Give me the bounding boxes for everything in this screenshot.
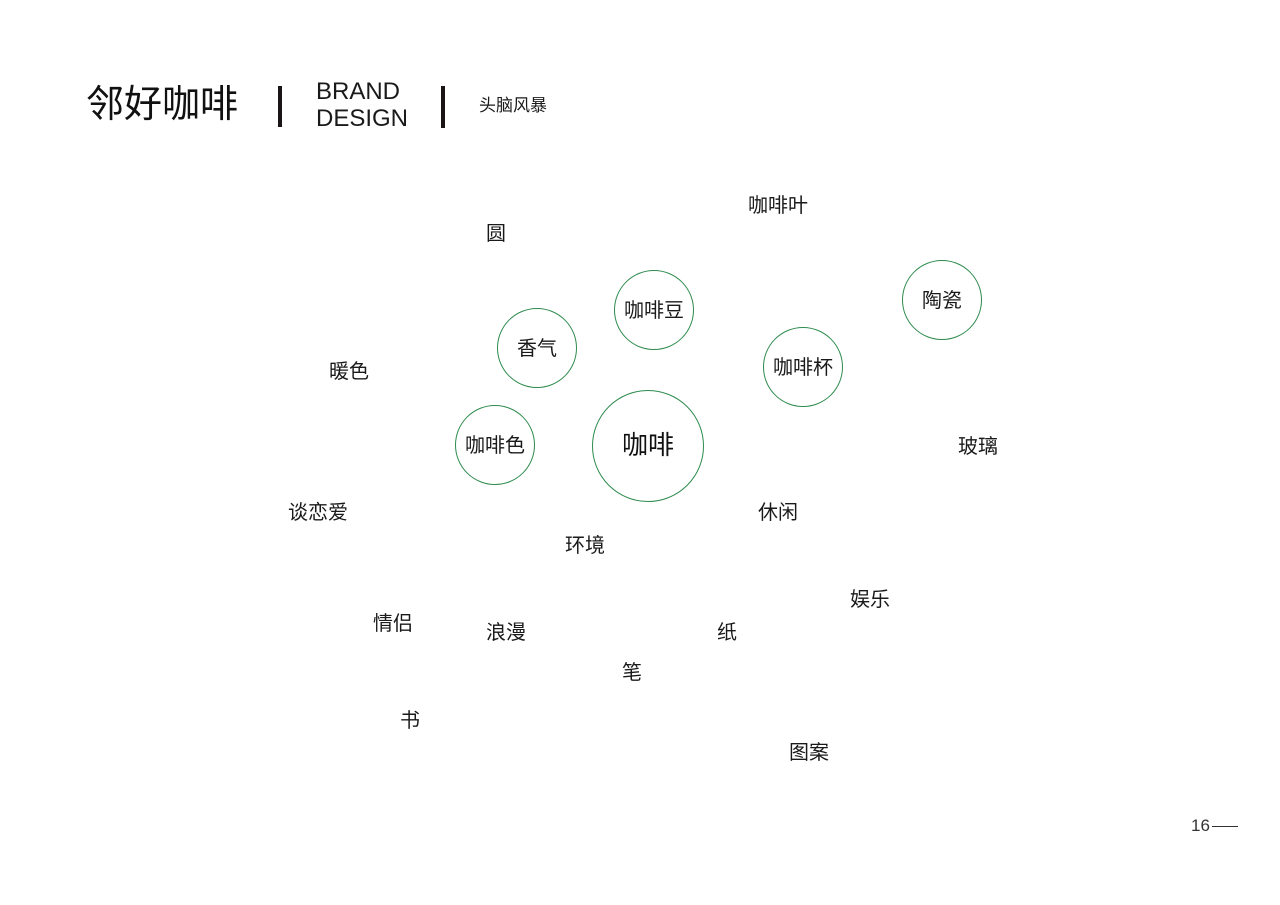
- keyword-bubble: 咖啡杯: [763, 327, 843, 407]
- page-number-line: [1211, 825, 1238, 828]
- keyword-text: 玻璃: [958, 434, 998, 458]
- keyword-bubble-label: 咖啡杯: [773, 355, 833, 379]
- center-bubble-label: 咖啡: [621, 431, 674, 461]
- keyword-text: 纸: [717, 620, 737, 644]
- keyword-bubble-label: 咖啡豆: [624, 298, 684, 322]
- center-bubble: 咖啡: [592, 390, 704, 502]
- keyword-bubble: 咖啡豆: [614, 270, 694, 350]
- section-subtitle: 头脑风暴: [479, 96, 547, 116]
- brand-title: 邻好咖啡: [86, 82, 239, 126]
- keyword-text: 书: [400, 708, 420, 732]
- keyword-bubble-label: 咖啡色: [465, 433, 525, 457]
- keyword-text: 情侣: [373, 611, 413, 635]
- keyword-text: 娱乐: [850, 587, 890, 611]
- keyword-text: 浪漫: [486, 620, 526, 644]
- keyword-text: 休闲: [758, 500, 798, 524]
- keyword-text: 谈恋爱: [288, 500, 348, 524]
- page-number-text: 16: [1191, 816, 1210, 835]
- brand-line-2: DESIGN: [316, 105, 409, 132]
- keyword-bubble: 香气: [497, 308, 577, 388]
- keyword-text: 暖色: [329, 359, 369, 383]
- keyword-bubble-label: 陶瓷: [922, 288, 962, 312]
- keyword-text: 图案: [789, 740, 829, 764]
- keyword-text: 圆: [486, 221, 506, 245]
- keyword-bubble: 咖啡色: [455, 405, 535, 485]
- keyword-text: 笔: [622, 660, 642, 684]
- brand-design-label: BRAND DESIGN: [316, 78, 408, 132]
- brand-line-1: BRAND: [316, 78, 401, 105]
- header-divider: [278, 86, 282, 127]
- keyword-text: 环境: [565, 533, 605, 557]
- keyword-bubble-label: 香气: [517, 336, 557, 360]
- page-number: 16: [1191, 816, 1238, 836]
- header-divider: [441, 86, 445, 128]
- keyword-bubble: 陶瓷: [902, 260, 982, 340]
- keyword-text: 咖啡叶: [748, 193, 808, 217]
